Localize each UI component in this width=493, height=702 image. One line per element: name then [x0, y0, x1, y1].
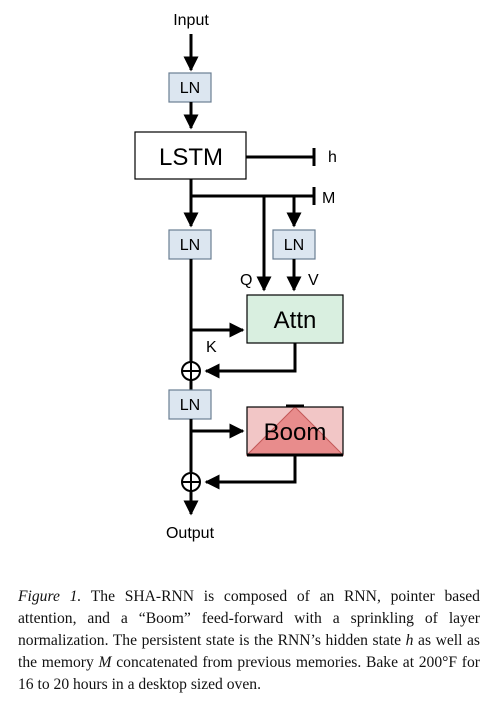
add-node-2 — [181, 472, 201, 492]
k-label: K — [206, 339, 217, 356]
output-label: Output — [166, 525, 215, 542]
attn-label: Attn — [274, 307, 317, 334]
ln-block-right: LN — [272, 229, 316, 260]
input-label: Input — [173, 12, 209, 29]
arrow-boom-residual — [204, 455, 297, 490]
ln-label-right: LN — [284, 237, 304, 254]
boom-block: Boom — [245, 404, 345, 457]
ln-block-top: LN — [168, 72, 212, 103]
lstm-label: LSTM — [159, 144, 223, 171]
architecture-diagram: Input LN LSTM h M LN Q LN V Attn — [134, 12, 345, 542]
ln-label-mid: LN — [180, 237, 200, 254]
caption-text-2: as well as the memory — [18, 632, 480, 671]
v-label: V — [308, 272, 319, 289]
m-label: M — [322, 190, 335, 207]
figure-label: Figure 1. — [18, 588, 82, 605]
arrow-attn-residual — [204, 343, 297, 379]
h-label: h — [328, 149, 337, 166]
ln-label-bottom: LN — [180, 397, 200, 414]
figure-caption: Figure 1. The SHA-RNN is composed of an … — [18, 586, 480, 696]
q-label: Q — [240, 272, 252, 289]
ln-block-bottom: LN — [168, 389, 212, 420]
caption-text-3: concatenated from previous memories. Bak… — [18, 654, 480, 693]
attention-block: Attn — [246, 294, 344, 344]
ln-block-mid: LN — [168, 229, 212, 260]
ln-label-top: LN — [180, 80, 200, 97]
caption-text-1: The SHA-RNN is composed of an RNN, point… — [18, 588, 480, 649]
add-node-1 — [181, 361, 201, 381]
caption-var-h: h — [405, 632, 414, 649]
boom-label: Boom — [264, 419, 327, 446]
caption-var-m: M — [98, 654, 112, 671]
lstm-block: LSTM — [134, 131, 247, 180]
